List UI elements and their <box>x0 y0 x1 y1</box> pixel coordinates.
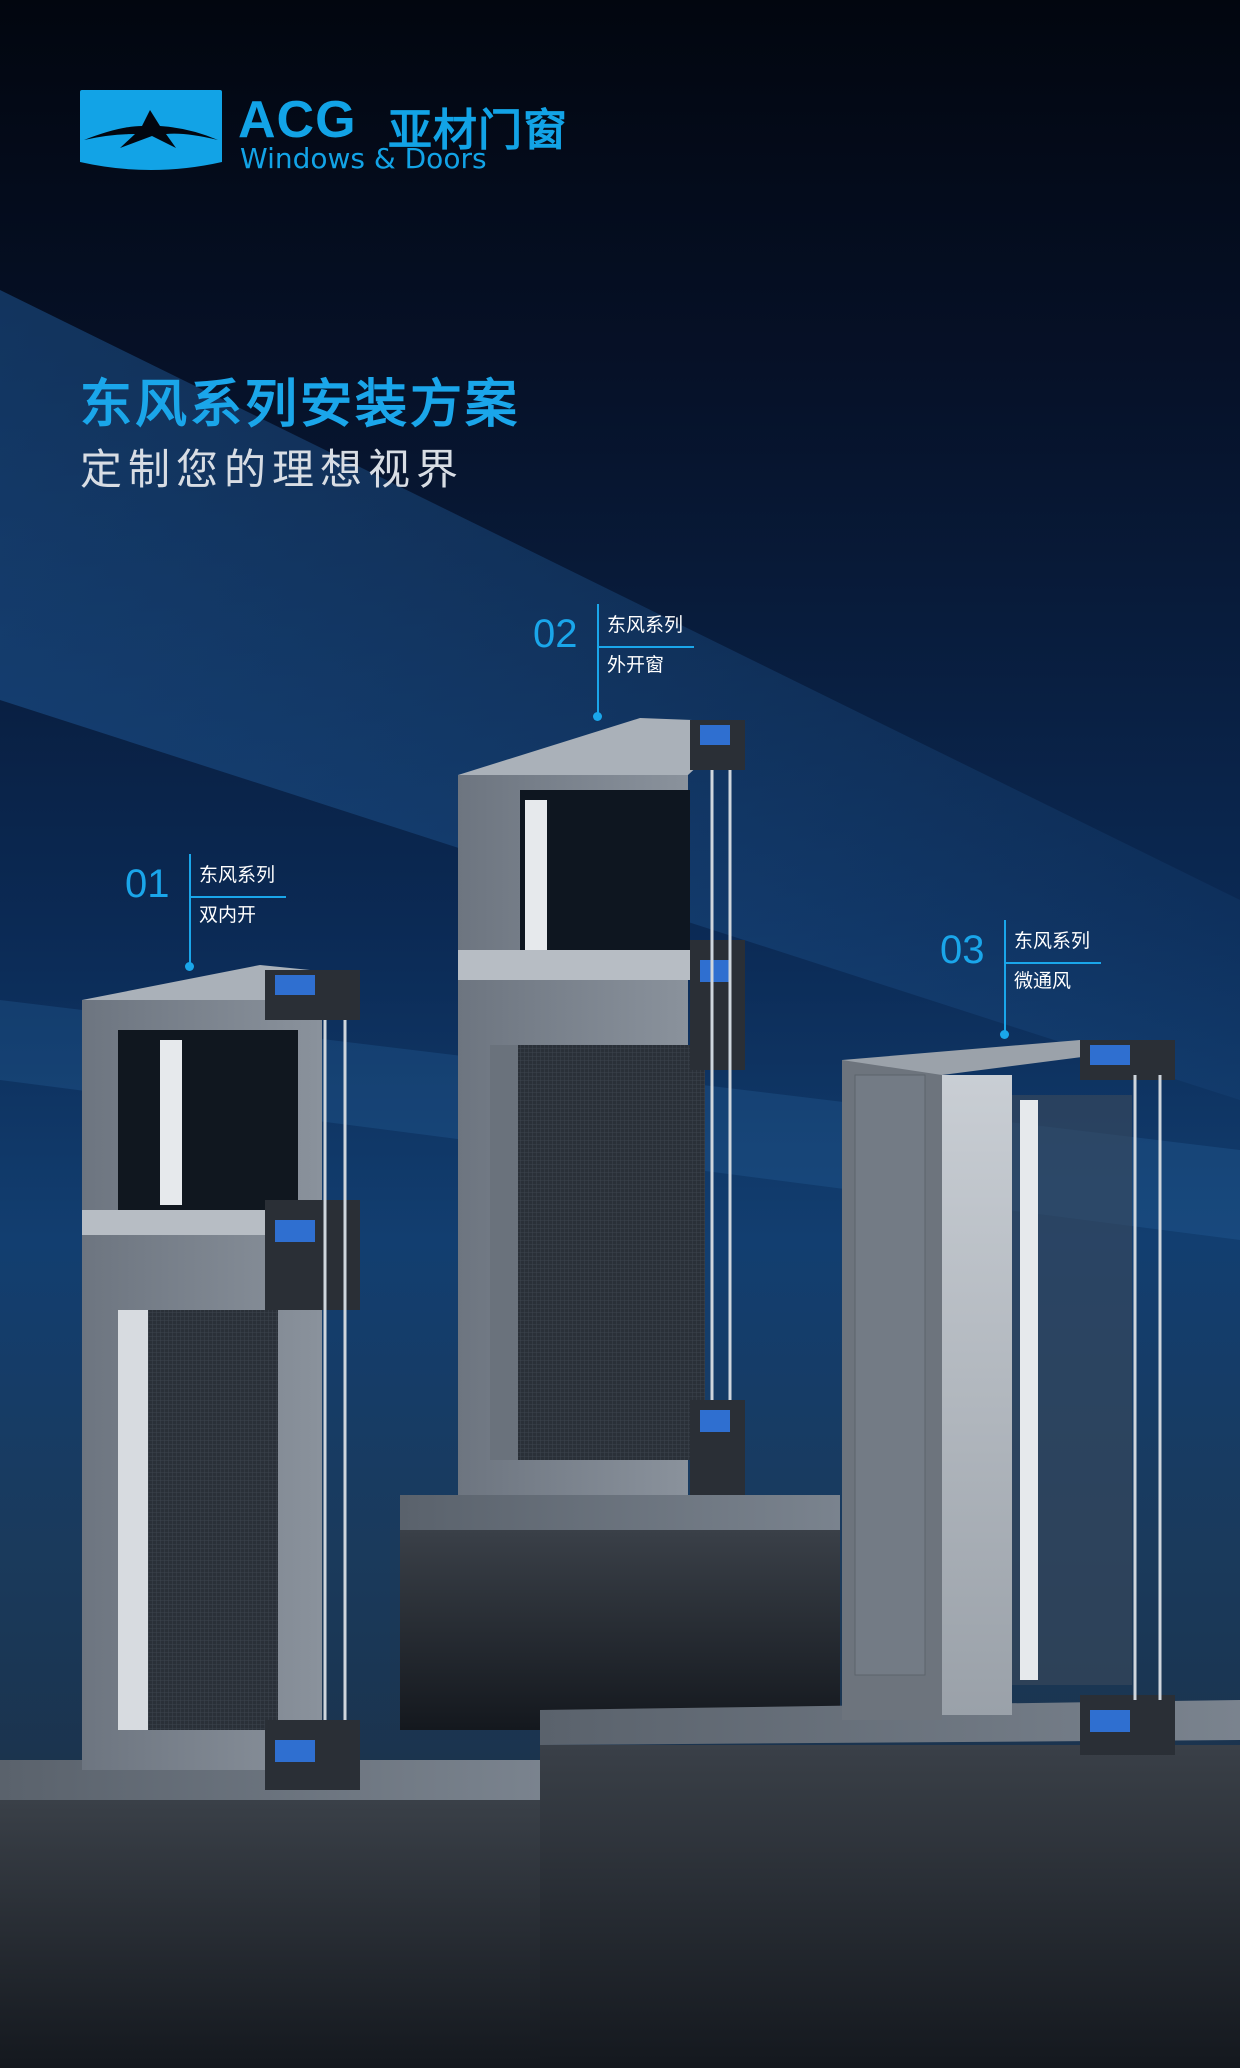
window-01-illustration <box>82 965 360 1790</box>
divider <box>191 896 286 898</box>
brand-name-latin: ACG <box>238 91 357 149</box>
product-series: 东风系列 <box>199 864 276 886</box>
pedestal-left <box>0 1760 540 2068</box>
headline-title: 东风系列安装方案 <box>80 375 521 435</box>
callout-line <box>597 604 599 714</box>
brand-name-cn: 亚材门窗 <box>388 105 568 156</box>
window-02-illustration <box>458 718 745 1495</box>
brand-tagline: Windows & Doors <box>240 142 487 175</box>
headline-subtitle: 定制您的理想视界 <box>80 445 465 494</box>
pedestal-right <box>540 1700 1240 2068</box>
product-number: 03 <box>940 928 985 972</box>
divider <box>1006 962 1101 964</box>
window-03-illustration <box>842 1040 1175 1755</box>
callout-dot <box>1000 1030 1009 1039</box>
callout-dot <box>593 712 602 721</box>
product-series: 东风系列 <box>1014 930 1091 952</box>
product-number: 01 <box>125 862 170 906</box>
product-type: 微通风 <box>1014 970 1072 992</box>
callout-line <box>1004 920 1006 1032</box>
callout-line <box>189 854 191 964</box>
acg-logo-icon <box>80 90 222 170</box>
product-number: 02 <box>533 612 578 656</box>
pedestal-middle <box>400 1495 840 1730</box>
product-type: 双内开 <box>199 904 257 926</box>
light-beam <box>0 290 1240 1100</box>
callout-dot <box>185 962 194 971</box>
product-type: 外开窗 <box>607 654 665 676</box>
product-series: 东风系列 <box>607 614 684 636</box>
divider <box>599 646 694 648</box>
